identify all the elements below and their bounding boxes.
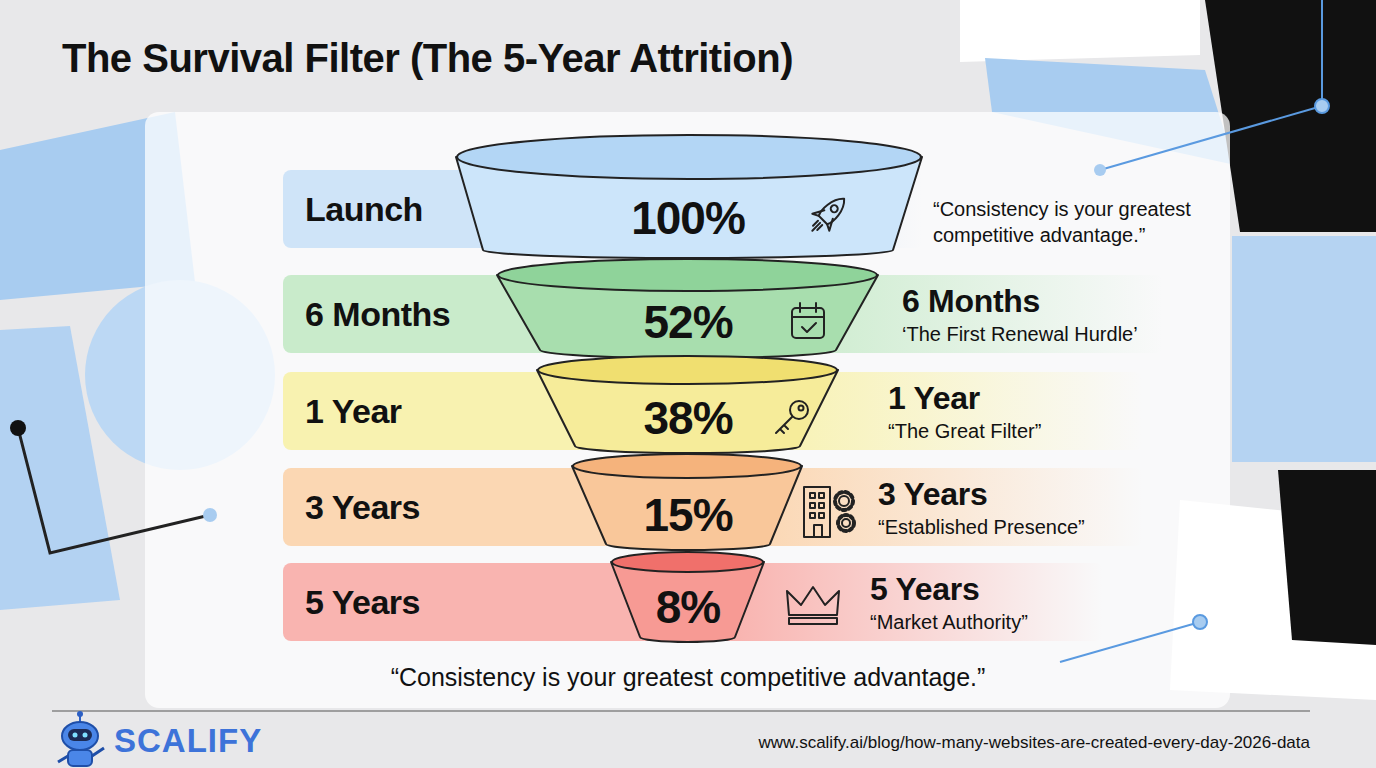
deco-rect — [0, 326, 120, 610]
deco-line — [1100, 106, 1322, 170]
deco-dot — [1193, 615, 1207, 629]
stage-label: Launch — [305, 190, 423, 229]
deco-rect — [1232, 236, 1376, 462]
deco-dot — [203, 508, 217, 522]
percentage: 52% — [643, 295, 732, 349]
divider — [52, 711, 1310, 712]
deco-rect — [1278, 470, 1376, 645]
stage-label: 5 Years — [305, 583, 420, 622]
stage-subtitle: “The Great Filter” — [888, 420, 1041, 442]
percentage: 8% — [656, 580, 720, 634]
title: The Survival Filter (The 5-Year Attritio… — [62, 36, 793, 81]
robot-logo — [58, 711, 104, 766]
stage-heading: 6 Months — [902, 284, 1040, 319]
quote-note: “Consistency is your greatest competitiv… — [933, 196, 1233, 248]
stage-label: 6 Months — [305, 295, 450, 334]
stage-heading: 5 Years — [870, 572, 979, 607]
percentage: 100% — [631, 191, 745, 245]
deco-dot — [1315, 99, 1329, 113]
percentage: 38% — [643, 391, 732, 445]
stage-subtitle: ‘The First Renewal Hurdle’ — [902, 323, 1138, 345]
funnel-segment: 52% — [497, 259, 878, 358]
percentage: 15% — [643, 488, 732, 542]
funnel-segment: 15% — [572, 454, 802, 550]
source-url: www.scalify.ai/blog/how-many-websites-ar… — [759, 733, 1310, 753]
stage-subtitle: “Established Presence” — [878, 516, 1085, 538]
deco-line — [18, 428, 210, 553]
funnel-segment: 38% — [537, 356, 838, 453]
deco-dot — [10, 420, 26, 436]
funnel-segment: 100% — [456, 135, 922, 258]
deco-rect — [960, 0, 1200, 62]
stage-label: 1 Year — [305, 392, 402, 431]
caption: “Consistency is your greatest competitiv… — [391, 663, 986, 692]
stage-label: 3 Years — [305, 488, 420, 527]
funnel-segment: 8% — [611, 552, 764, 642]
deco-line — [1321, 0, 1323, 106]
deco-dot — [1094, 164, 1106, 176]
brand-name: SCALIFY — [114, 722, 262, 760]
stage-subtitle: “Market Authority” — [870, 611, 1028, 633]
stage-heading: 1 Year — [888, 381, 980, 416]
stage-heading: 3 Years — [878, 477, 987, 512]
